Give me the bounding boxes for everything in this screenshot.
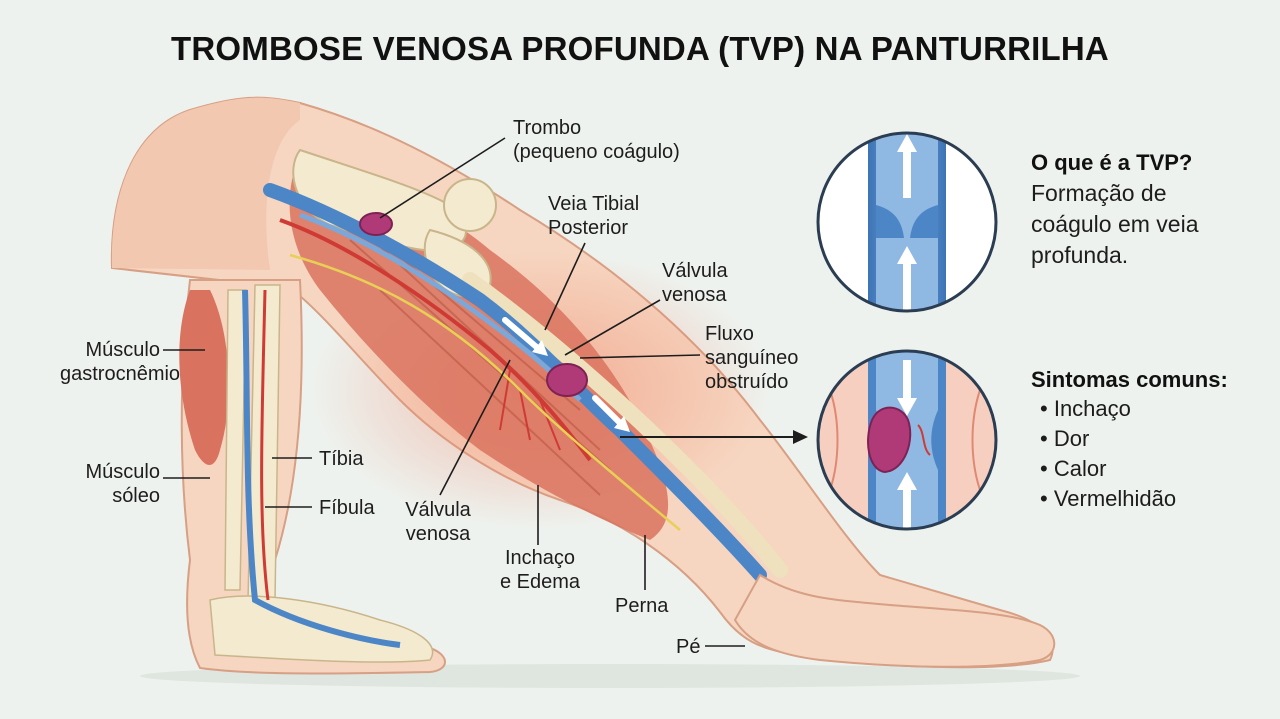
label-musculo-soleo: Músculo sóleo (60, 460, 160, 508)
standing-leg (179, 279, 446, 675)
info-heading: O que é a TVP? (1031, 150, 1193, 175)
label-inchaco-edema-text: Inchaço e Edema (499, 547, 581, 593)
label-valvula-top: Válvula venosa (662, 259, 728, 307)
thigh-top (111, 97, 300, 270)
symptom-item: Vermelhidão (1040, 484, 1176, 514)
leader-lines (163, 137, 745, 647)
label-tibia: Tíbia (319, 448, 364, 470)
label-musculo-gastro-text: Músculo gastrocnêmio (60, 339, 181, 385)
artery (279, 218, 592, 462)
flow-arrow-2-head (614, 416, 630, 432)
label-musculo-soleo-text: Músculo sóleo (85, 461, 160, 507)
label-musculo-gastro: Músculo gastrocnêmio (60, 338, 180, 386)
clot-in-vein (546, 363, 588, 397)
nerve (289, 253, 681, 531)
label-valvula-bottom-text: Válvula venosa (405, 499, 471, 545)
small-clot (359, 212, 393, 236)
zoom-healthy-vein (816, 131, 998, 313)
front-tibia (462, 272, 788, 578)
label-fluxo: Fluxo sanguíneo obstruído (705, 322, 798, 394)
info-text: Formação de coágulo em veia profunda. (1031, 180, 1199, 268)
flow-arrow-1 (502, 317, 543, 353)
zoom-clot-vein (816, 349, 998, 531)
main-vein (263, 183, 767, 582)
label-veia-tibial-text: Veia Tibial Posterior (548, 193, 640, 239)
symptoms-list: Inchaço Dor Calor Vermelhidão (1040, 394, 1176, 514)
label-pe: Pé (676, 636, 701, 658)
symptom-item: Inchaço (1040, 394, 1176, 424)
calf-muscle-stripes (309, 179, 611, 496)
label-valvula-bottom: Válvula venosa (388, 498, 488, 546)
label-fluxo-text: Fluxo sanguíneo obstruído (705, 323, 799, 393)
flow-arrow-2 (592, 395, 625, 428)
label-fibula: Fíbula (319, 497, 375, 519)
symptom-item: Dor (1040, 424, 1176, 454)
label-perna: Perna (615, 595, 669, 617)
label-valvula-top-text: Válvula venosa (662, 260, 728, 306)
flow-arrow-1-head (532, 340, 548, 356)
symptom-item: Calor (1040, 454, 1176, 484)
page-title: TROMBOSE VENOSA PROFUNDA (TVP) NA PANTUR… (171, 30, 1109, 67)
symptoms-heading: Sintomas comuns: (1031, 367, 1228, 392)
zoom-pointer-head (793, 430, 808, 444)
label-veia-tibial: Veia Tibial Posterior (548, 192, 639, 240)
label-trombo: Trombo (pequeno coágulo) (513, 116, 680, 164)
front-foot (733, 573, 1056, 668)
label-trombo-text: Trombo (pequeno coágulo) (513, 117, 680, 163)
label-inchaco-edema: Inchaço e Edema (490, 546, 590, 594)
